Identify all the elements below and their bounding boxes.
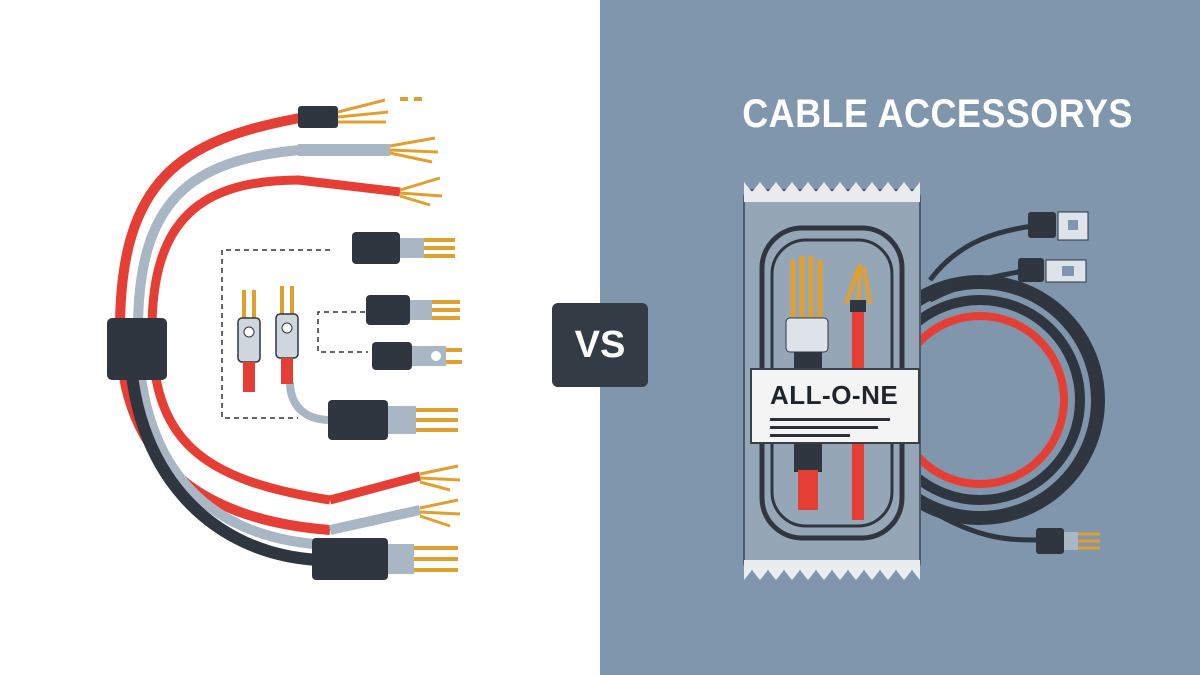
loose-cables-illustration-icon [107, 97, 462, 580]
package-label: ALL-O-NE [750, 368, 920, 444]
label-line [770, 418, 890, 421]
vs-label: VS [574, 323, 626, 366]
page-title: CABLE ACCESSORYS [742, 92, 1133, 136]
package-label-text: ALL-O-NE [770, 380, 899, 410]
label-line [770, 426, 878, 429]
vs-badge: VS [552, 303, 648, 387]
label-line [770, 434, 850, 437]
